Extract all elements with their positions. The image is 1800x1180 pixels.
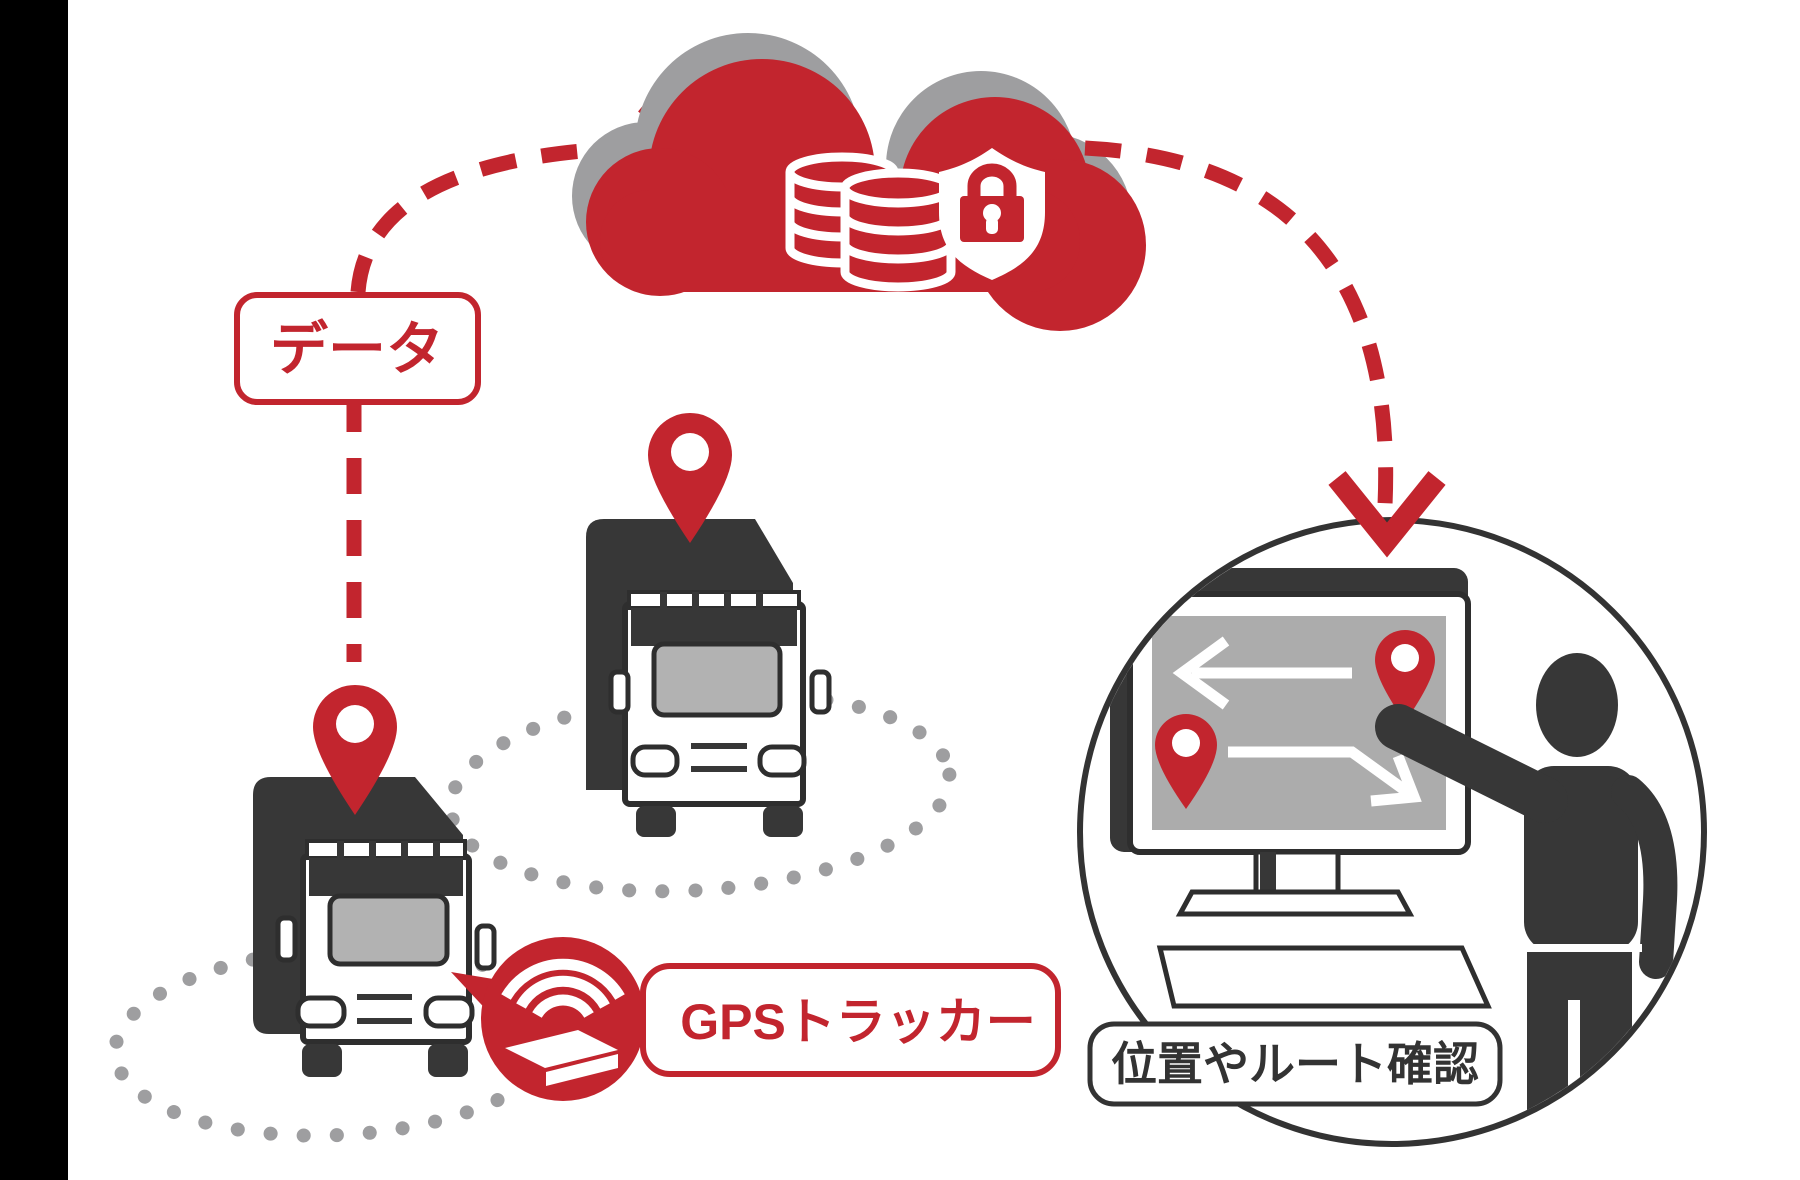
- db-cylinder-right: [840, 168, 956, 292]
- truck-mirror: [608, 669, 631, 715]
- cloud-icon: [572, 33, 1146, 331]
- truck-mirror: [275, 915, 298, 963]
- location-pin-icon-screen-left: [1155, 714, 1217, 809]
- monitoring-scene: [1110, 568, 1678, 1130]
- truck-wheel: [636, 806, 676, 837]
- map-arrow-left-icon: [1172, 636, 1352, 710]
- truck-windshield: [327, 893, 450, 967]
- truck-headlight: [630, 744, 680, 778]
- truck-headlight: [423, 995, 475, 1029]
- monitor-stand-shadow: [1260, 852, 1276, 892]
- person-arm: [1611, 775, 1678, 979]
- dashed-arrow-data-to-cloud: [350, 140, 626, 293]
- location-pin-icon-back-truck: [648, 413, 732, 543]
- person-pointing-arm: [1375, 704, 1568, 823]
- truck-wheel: [302, 1044, 342, 1077]
- truck-headlight: [757, 744, 807, 778]
- truck-headlight: [295, 995, 347, 1029]
- truck-icon-back: [586, 519, 832, 837]
- arrowhead-down: [1328, 471, 1446, 558]
- truck-mirror: [809, 669, 832, 715]
- map-arrow-route-icon: [1228, 746, 1422, 807]
- keyboard-icon: [1156, 945, 1492, 1009]
- person-leg-gap: [1568, 1000, 1580, 1130]
- location-pin-icon-screen-right: [1375, 630, 1435, 722]
- left-edge-bar: [0, 0, 68, 1180]
- person-waist-line: [1520, 944, 1642, 952]
- monitor-icon: [1110, 568, 1492, 1009]
- truck-wheel: [428, 1044, 468, 1077]
- truck-icon-front: [253, 777, 497, 1077]
- truck-roof-rail: [305, 839, 467, 860]
- truck-cab-roof: [631, 608, 797, 646]
- gps-tracker-label: GPSトラッカー: [680, 994, 1036, 1050]
- truck-rail-ticks: [337, 841, 440, 858]
- data-label: データ: [270, 317, 444, 382]
- truck-cab-roof: [309, 858, 463, 896]
- data-label-box: [234, 292, 481, 405]
- location-pin-icon-front-truck: [313, 685, 397, 815]
- truck-grille-line: [357, 1018, 412, 1024]
- person-head: [1536, 653, 1618, 757]
- gps-tracker-icon: [451, 937, 645, 1101]
- gps-device-icon: [505, 1030, 618, 1086]
- route-check-label: 位置やルート確認: [1111, 1038, 1479, 1090]
- lock-keyhole-stem: [986, 217, 998, 234]
- truck-windshield: [651, 641, 783, 718]
- truck-grille-line: [357, 994, 412, 1000]
- route-check-label-box: [1087, 1021, 1503, 1107]
- dashed-arrow-cloud-to-monitor: [1084, 140, 1394, 506]
- truck-mirror: [474, 923, 497, 971]
- truck-grille-line: [691, 766, 747, 772]
- shield-lock-icon: [939, 148, 1045, 280]
- lock-shackle: [967, 163, 1017, 198]
- truck-roof-rail: [627, 590, 801, 610]
- monitor-base: [1175, 889, 1415, 917]
- truck-wheel: [763, 806, 803, 837]
- wifi-icon: [501, 958, 625, 1019]
- truck-grille-line: [691, 743, 747, 749]
- database-icon: [785, 152, 956, 292]
- truck-rail-ticks: [660, 592, 763, 608]
- lock-keyhole: [983, 204, 1001, 222]
